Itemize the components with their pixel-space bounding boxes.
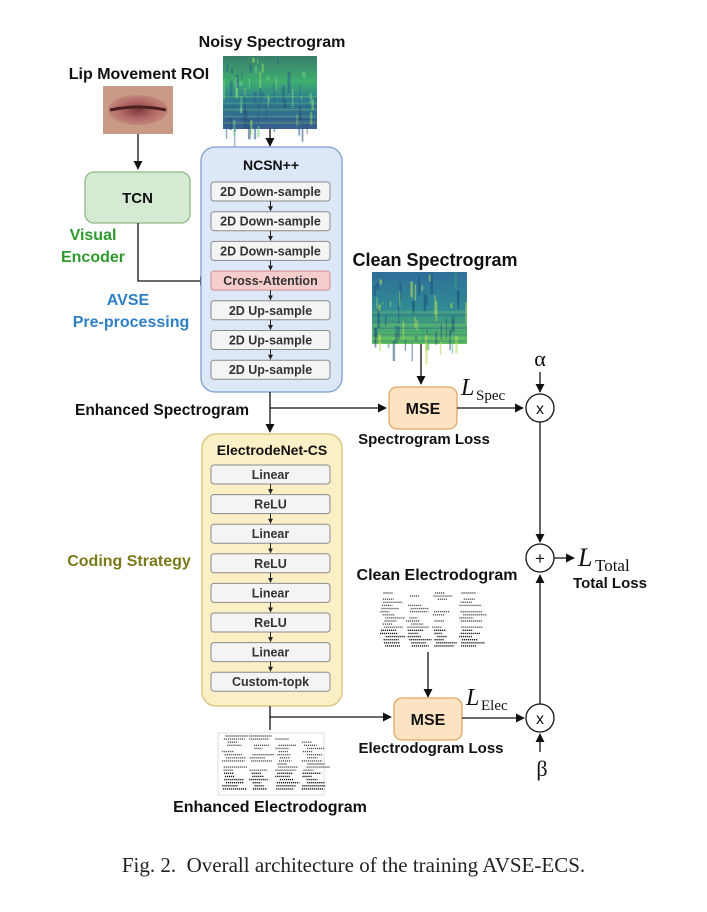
beta-symbol: β	[536, 756, 547, 781]
loss-elec-symbol: L Elec	[465, 685, 508, 714]
svg-text:Linear: Linear	[252, 646, 290, 660]
svg-text:ReLU: ReLU	[254, 557, 287, 571]
ncsn-block-2d-down-sample-0: 2D Down-sample	[210, 181, 331, 202]
electrodenet-block-linear-2: Linear	[210, 523, 331, 544]
svg-text:ReLU: ReLU	[254, 498, 287, 512]
clean-electrodogram-label: Clean Electrodogram	[357, 567, 518, 584]
tcn-label: TCN	[122, 190, 153, 207]
svg-text:2D Up-sample: 2D Up-sample	[229, 334, 312, 348]
tcn-to-cross-attention-arrow	[137, 223, 209, 286]
mse-electrodogram-block: MSE	[393, 697, 463, 741]
multiply-node-spec: x	[525, 393, 555, 423]
svg-text:Elec: Elec	[481, 698, 508, 714]
clean-spectrogram-label: Clean Spectrogram	[352, 250, 517, 270]
svg-text:Spec: Spec	[476, 388, 506, 404]
clean-electrodogram-image	[376, 590, 487, 652]
ncsn-block-2d-up-sample-5: 2D Up-sample	[210, 330, 331, 350]
electrodenet-block-relu-3: ReLU	[210, 553, 331, 574]
svg-text:2D Down-sample: 2D Down-sample	[220, 215, 321, 229]
svg-text:Total: Total	[595, 556, 630, 575]
loss-total-symbol: L Total	[577, 543, 630, 575]
caption-label: Fig. 2.	[121, 853, 177, 877]
multiply-node-elec: x	[525, 703, 555, 733]
svg-text:Custom-topk: Custom-topk	[232, 675, 309, 689]
enhanced-electrodogram-label: Enhanced Electrodogram	[173, 799, 367, 816]
ncsn-block-2d-up-sample-4: 2D Up-sample	[210, 300, 331, 321]
electrodenet-title: ElectrodeNet-CS	[217, 442, 327, 458]
svg-text:x: x	[536, 711, 544, 728]
lip-roi-image	[103, 86, 173, 134]
mse-elec-label: MSE	[411, 712, 446, 729]
clean-spectrogram-image	[372, 272, 468, 365]
electrodenet-block-linear-6: Linear	[210, 642, 331, 663]
svg-text:2D Down-sample: 2D Down-sample	[220, 244, 321, 258]
electrodenet-block-relu-1: ReLU	[210, 494, 331, 515]
noisy-spectrogram-image	[223, 56, 317, 150]
electrodogram-loss-label: Electrodogram Loss	[358, 740, 503, 757]
ncsn-block-cross-attention-3: Cross-Attention	[210, 270, 331, 291]
electrodenet-block-relu-5: ReLU	[210, 612, 331, 633]
caption-text: Overall architecture of the training AVS…	[186, 853, 586, 877]
avse-label-1: AVSE	[107, 292, 150, 309]
svg-text:Linear: Linear	[252, 586, 290, 600]
spectrogram-loss-label: Spectrogram Loss	[358, 431, 490, 448]
enhanced-spectrogram-label: Enhanced Spectrogram	[75, 402, 249, 419]
svg-text:ReLU: ReLU	[254, 616, 287, 630]
svg-text:Cross-Attention: Cross-Attention	[223, 274, 317, 288]
svg-text:x: x	[536, 401, 544, 418]
svg-text:2D Up-sample: 2D Up-sample	[229, 304, 312, 318]
visual-encoder-label-1: Visual	[70, 227, 117, 244]
svg-text:Linear: Linear	[252, 527, 290, 541]
lip-roi-label: Lip Movement ROI	[69, 66, 209, 83]
coding-strategy-label: Coding Strategy	[67, 553, 191, 570]
tcn-block: TCN	[84, 171, 191, 224]
electrodenet-container: ElectrodeNet-CS LinearReLULinearReLULine…	[201, 433, 343, 707]
visual-encoder-label-2: Encoder	[61, 249, 125, 266]
figure-caption: Fig. 2. Overall architecture of the trai…	[0, 853, 707, 878]
svg-text:2D Up-sample: 2D Up-sample	[229, 363, 312, 377]
loss-spec-symbol: L Spec	[460, 375, 506, 404]
mse-spectrogram-block: MSE	[388, 386, 458, 430]
svg-text:L: L	[465, 685, 479, 711]
svg-text:L: L	[577, 543, 592, 572]
electrodenet-block-linear-0: Linear	[210, 464, 331, 485]
alpha-symbol: α	[534, 346, 546, 371]
sum-node: +	[525, 543, 555, 573]
electrodenet-block-custom-topk-7: Custom-topk	[210, 671, 331, 692]
svg-text:Linear: Linear	[252, 468, 290, 482]
total-loss-label: Total Loss	[573, 575, 647, 592]
mse-spec-label: MSE	[406, 401, 441, 418]
ncsn-block-2d-down-sample-2: 2D Down-sample	[210, 240, 331, 261]
ncsn-container: NCSN++ 2D Down-sample 2D Down-sample 2D Do…	[200, 146, 343, 393]
svg-text:2D Down-sample: 2D Down-sample	[220, 185, 321, 199]
enhanced-electrodogram-image	[217, 732, 331, 796]
ncsn-block-2d-up-sample-6: 2D Up-sample	[210, 359, 331, 380]
svg-text:+: +	[535, 549, 545, 568]
svg-text:L: L	[460, 375, 474, 401]
avse-label-2: Pre-processing	[73, 314, 189, 331]
ncsn-block-2d-down-sample-1: 2D Down-sample	[210, 211, 331, 232]
ncsn-title: NCSN++	[243, 157, 299, 173]
electrodenet-block-linear-4: Linear	[210, 582, 331, 603]
noisy-spectrogram-label: Noisy Spectrogram	[199, 34, 346, 51]
